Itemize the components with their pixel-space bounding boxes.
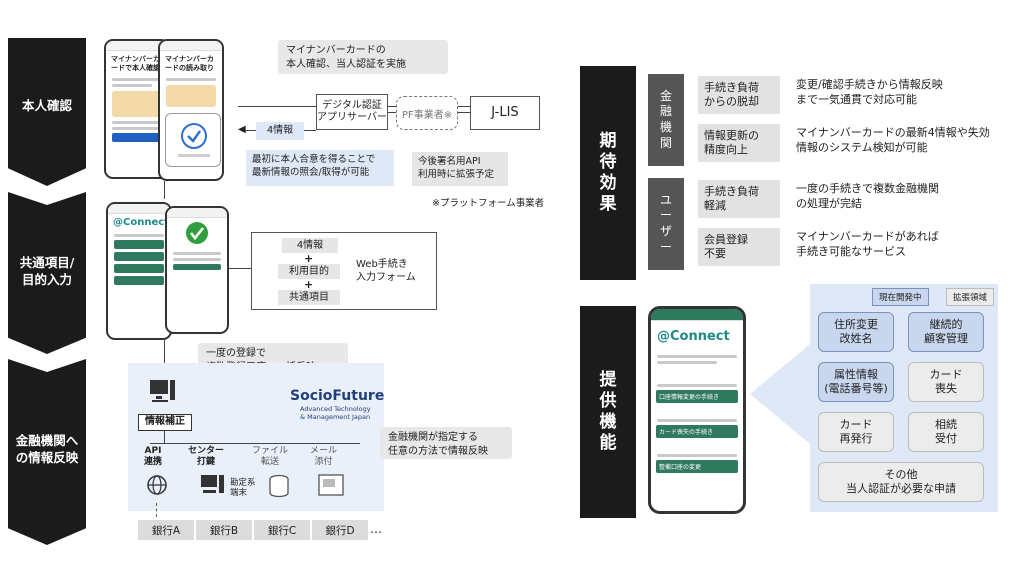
note-consent: 最初に本人合意を得ることで 最新情報の照会/取得が可能 xyxy=(246,150,394,186)
callout-identity: マイナンバーカードの 本人確認、当人認証を実施 xyxy=(278,40,448,74)
j-lis: J-LIS xyxy=(470,96,540,130)
phone-button: カード喪失の手続き xyxy=(656,425,738,438)
feature-attributes: 属性情報 (電話番号等) xyxy=(818,362,894,402)
phone-connect-left: @Connect xyxy=(106,202,172,340)
document-icon xyxy=(318,474,344,496)
phone-features: @Connect 口座情報変更の手続き カード喪失の手続き 整備口座の変更 xyxy=(648,306,746,514)
form-item-common: 共通項目 xyxy=(278,290,340,305)
form-item-four-info: 4情報 xyxy=(282,238,338,253)
phone-connect-right xyxy=(165,206,229,334)
verification-popup xyxy=(165,113,221,167)
database-icon xyxy=(269,474,289,498)
terminal-icon xyxy=(201,475,224,493)
feature-other: その他 当人認証が必要な申請 xyxy=(818,462,984,502)
green-check-icon xyxy=(186,222,208,244)
effect-title: 情報更新の 精度向上 xyxy=(698,124,780,162)
effect-desc: マイナンバーカードがあれば 手続き可能なサービス xyxy=(796,230,939,258)
legend-ext: 拡張領域 xyxy=(946,288,995,306)
group-label-bank: 金 融 機 関 xyxy=(648,74,684,166)
api-label: API 連携 xyxy=(144,446,163,467)
effect-desc: マイナンバーカードの最新4情報や失効 情報のシステム検知が可能 xyxy=(796,126,990,154)
effects-header: 期 待 効 果 xyxy=(580,66,636,280)
info-correction: 情報補正 xyxy=(138,414,192,431)
connect-logo: @Connect xyxy=(113,217,169,228)
terminal-label: 勘定系 端末 xyxy=(230,478,256,499)
feature-address-change: 住所変更 改姓名 xyxy=(818,312,894,352)
feature-card-loss: カード 喪失 xyxy=(908,362,984,402)
effect-title: 手続き負荷 軽減 xyxy=(698,180,780,218)
phone-button: 口座情報変更の手続き xyxy=(656,390,738,403)
plus-icon: + xyxy=(304,278,314,291)
feature-inheritance: 相続 受付 xyxy=(908,412,984,452)
banks-ellipsis: … xyxy=(370,522,382,536)
footnote-platform: ※プラットフォーム事業者 xyxy=(432,198,545,209)
file-transfer-label: ファイル 転送 xyxy=(252,446,289,467)
connect-logo: @Connect xyxy=(657,329,730,344)
effect-title: 会員登録 不要 xyxy=(698,228,780,266)
plus-icon: + xyxy=(304,252,314,265)
sociofuture-sub: Advanced Technology & Management Japan xyxy=(300,405,371,421)
bank-a: 銀行A xyxy=(138,520,194,540)
sociofuture-logo: SocioFuture xyxy=(290,388,385,404)
feature-card-reissue: カード 再発行 xyxy=(818,412,894,452)
pf-provider: PF事業者※ xyxy=(396,96,458,130)
web-form-label: Web手続き 入力フォーム xyxy=(356,259,416,283)
effect-desc: 変更/確認手続きから情報反映 まで一気通貫で対応可能 xyxy=(796,78,943,106)
effect-title: 手続き負荷 からの脱却 xyxy=(698,76,780,114)
legend-dev: 現在開発中 xyxy=(872,288,929,306)
arrow-left-icon: ◀ xyxy=(238,124,246,135)
callout-bank-method: 金融機関が指定する 任意の方法で情報反映 xyxy=(380,427,512,459)
form-item-purpose: 利用目的 xyxy=(278,264,340,279)
group-label-user: ユ ー ザ ー xyxy=(648,178,684,270)
center-label: センター 打鍵 xyxy=(188,446,225,467)
step-identity-verification: 本人確認 xyxy=(8,38,86,186)
step-common-input: 共通項目/ 目的入力 xyxy=(8,192,86,354)
computer-icon xyxy=(150,380,175,402)
digital-auth-app-server: デジタル認証 アプリサーバー xyxy=(316,94,388,130)
step-bank-reflection: 金融機関へ の情報反映 xyxy=(8,359,86,545)
feature-continuous-cdd: 継続的 顧客管理 xyxy=(908,312,984,352)
four-info-tag: 4情報 xyxy=(256,122,304,140)
check-circle-icon xyxy=(178,123,210,157)
bank-d: 銀行D xyxy=(312,520,368,540)
effect-desc: 一度の手続きで複数金融機関 の処理が完結 xyxy=(796,182,939,210)
note-signature-api: 今後署名用API 利用時に拡張予定 xyxy=(412,152,508,186)
bank-c: 銀行C xyxy=(254,520,310,540)
globe-icon xyxy=(147,475,167,495)
features-header: 提 供 機 能 xyxy=(580,306,636,518)
phone-button: 整備口座の変更 xyxy=(656,460,738,473)
bank-b: 銀行B xyxy=(196,520,252,540)
mail-attach-label: メール 添付 xyxy=(310,446,338,467)
